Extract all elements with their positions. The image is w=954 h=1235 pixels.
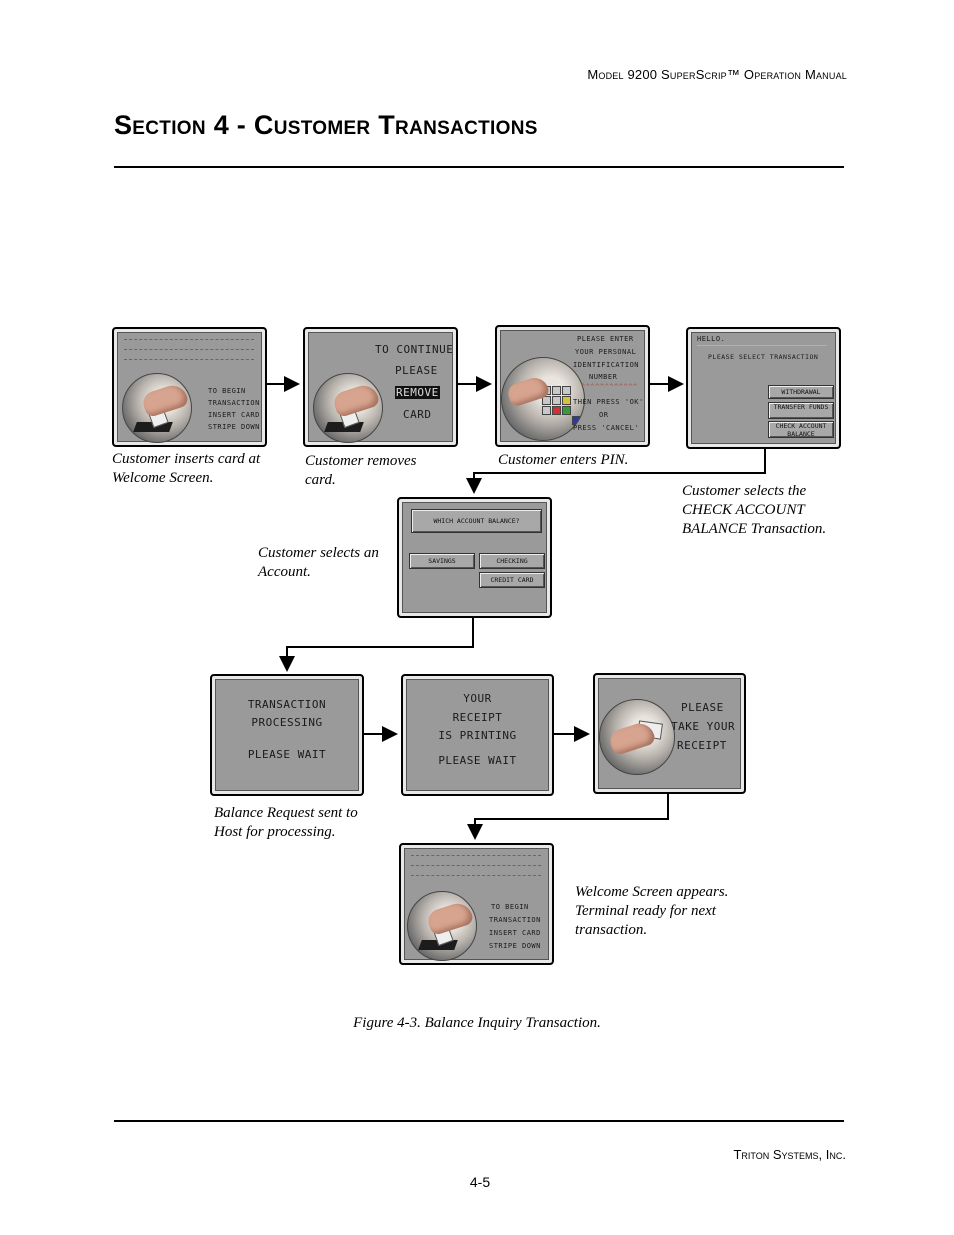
receipt-printing-screen: YOUR RECEIPT IS PRINTING PLEASE WAIT — [401, 674, 554, 796]
screen-line: STRIPE DOWN — [489, 942, 541, 950]
enter-pin-screen: PLEASE ENTER YOUR PERSONAL IDENTIFICATIO… — [495, 325, 650, 447]
screen-line: PLEASE WAIT — [247, 748, 327, 761]
credit-card-button[interactable]: CREDIT CARD — [479, 572, 545, 588]
screen-line: OR — [599, 411, 609, 419]
screen-line-highlight: REMOVE — [395, 386, 440, 399]
screen-line: TRANSACTION — [208, 399, 260, 407]
screen-line: STRIPE DOWN — [208, 423, 260, 431]
caption-balance-request: Balance Request sent to Host for process… — [214, 805, 358, 840]
figure-caption: Figure 4-3. Balance Inquiry Transaction. — [353, 1015, 601, 1031]
stripe-line — [411, 875, 541, 876]
screen-line: YOUR — [463, 692, 492, 705]
pin-entry-mask: ^^^^^^^^^^^^ — [581, 383, 638, 391]
screen-line: YOUR PERSONAL — [575, 348, 637, 356]
screen-line: TO CONTINUE — [375, 343, 454, 356]
greeting-text: HELLO. — [697, 335, 726, 343]
section-title: Section 4 - Customer Transactions — [114, 110, 538, 140]
screen-line: INSERT CARD — [489, 929, 541, 937]
card-remove-photo — [313, 373, 383, 443]
screen-line: IDENTIFICATION — [573, 361, 640, 369]
screen-line: NUMBER — [589, 373, 618, 381]
prompt-text: PLEASE SELECT TRANSACTION — [708, 353, 819, 361]
caption-welcome-appears: Welcome Screen appears. Terminal ready f… — [575, 884, 729, 938]
screen-line: TRANSACTION — [247, 698, 327, 711]
transfer-funds-button[interactable]: TRANSFER FUNDS — [768, 402, 834, 419]
card-insert-photo — [407, 891, 477, 961]
caption-selects-check-balance: Customer selects the CHECK ACCOUNT BALAN… — [682, 483, 827, 537]
take-receipt-photo — [599, 699, 675, 775]
pin-keypad-photo — [501, 357, 585, 441]
screen-line: PLEASE ENTER — [577, 335, 634, 343]
bottom-rule — [114, 1120, 844, 1122]
caption-inserts-card: Customer inserts card at Welcome Screen. — [112, 451, 261, 486]
check-account-balance-button[interactable]: CHECK ACCOUNT BALANCE — [768, 421, 834, 438]
savings-button[interactable]: SAVINGS — [409, 553, 475, 569]
caption-removes-card: Customer removes card. — [305, 453, 417, 488]
caption-selects-account: Customer selects an Account. — [258, 545, 379, 580]
account-prompt-box: WHICH ACCOUNT BALANCE? — [411, 509, 542, 533]
screen-line: PROCESSING — [251, 716, 323, 729]
screen-line: IS PRINTING — [438, 729, 517, 742]
page-number: 4-5 — [469, 1174, 491, 1190]
stripe-line — [124, 339, 254, 340]
account-select-screen: WHICH ACCOUNT BALANCE? SAVINGS CHECKING … — [397, 497, 552, 618]
screen-line: PRESS 'CANCEL' — [573, 424, 640, 432]
screen-line: TRANSACTION — [489, 916, 541, 924]
screen-line: INSERT CARD — [208, 411, 260, 419]
divider — [697, 345, 827, 346]
screen-line: PLEASE — [681, 701, 724, 714]
stripe-line — [411, 865, 541, 866]
screen-line: RECEIPT — [677, 739, 727, 752]
stripe-line — [124, 349, 254, 350]
screen-line: TO BEGIN — [491, 903, 529, 911]
welcome-screen: TO BEGIN TRANSACTION INSERT CARD STRIPE … — [112, 327, 267, 447]
screen-line: TAKE YOUR — [671, 720, 736, 733]
stripe-line — [411, 855, 541, 856]
screen-line: THEN PRESS 'OK' — [573, 398, 644, 406]
card-insert-photo — [122, 373, 192, 443]
screen-line: TO BEGIN — [208, 387, 246, 395]
screen-line: PLEASE — [395, 364, 438, 377]
top-rule — [114, 166, 844, 168]
take-receipt-screen: PLEASE TAKE YOUR RECEIPT — [593, 673, 746, 794]
company-name: Triton Systems, Inc. — [733, 1147, 846, 1162]
processing-screen: TRANSACTION PROCESSING PLEASE WAIT — [210, 674, 364, 796]
screen-line: PLEASE WAIT — [438, 754, 517, 767]
screen-line: CARD — [403, 408, 432, 421]
caption-enters-pin: Customer enters PIN. — [498, 452, 629, 468]
stripe-line — [124, 359, 254, 360]
manual-header: Model 9200 SuperScrip™ Operation Manual — [587, 67, 847, 82]
screen-line: RECEIPT — [452, 711, 503, 724]
remove-card-screen: TO CONTINUE PLEASE REMOVE CARD — [303, 327, 458, 447]
select-transaction-screen: HELLO. PLEASE SELECT TRANSACTION WITHDRA… — [686, 327, 841, 449]
withdrawal-button[interactable]: WITHDRAWAL — [768, 385, 834, 399]
checking-button[interactable]: CHECKING — [479, 553, 545, 569]
welcome-screen-return: TO BEGIN TRANSACTION INSERT CARD STRIPE … — [399, 843, 554, 965]
